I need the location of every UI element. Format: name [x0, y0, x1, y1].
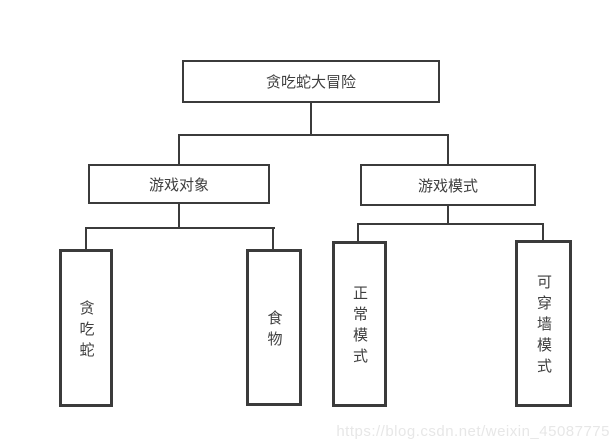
- node-normal-mode-label: 正常模式: [351, 285, 368, 369]
- connector-objects-crossbar: [85, 227, 275, 229]
- connector-objects-stem: [178, 202, 180, 229]
- node-wall-pass-mode-label: 可穿墙模式: [535, 274, 552, 379]
- node-snake-label: 贪吃蛇: [77, 299, 95, 363]
- node-game-objects-label: 游戏对象: [148, 176, 209, 194]
- connector-drop-snake: [85, 227, 87, 249]
- connector-modes-stem: [447, 204, 449, 225]
- connector-drop-food: [272, 227, 274, 249]
- node-game-modes: 游戏模式: [360, 164, 536, 206]
- connector-drop-modes: [447, 134, 449, 164]
- connector-root-stem: [310, 103, 312, 136]
- node-food: 食物: [246, 249, 302, 406]
- csdn-watermark: https://blog.csdn.net/weixin_45087775: [336, 423, 610, 440]
- connector-drop-objects: [178, 134, 180, 164]
- connector-modes-crossbar: [357, 223, 544, 225]
- node-wall-pass-mode: 可穿墙模式: [515, 240, 572, 407]
- node-food-label: 食物: [265, 309, 283, 352]
- connector-drop-wall-mode: [542, 223, 544, 241]
- connector-drop-normal-mode: [357, 223, 359, 241]
- node-snake: 贪吃蛇: [59, 249, 113, 407]
- node-normal-mode: 正常模式: [332, 241, 387, 407]
- node-game-objects: 游戏对象: [88, 164, 270, 204]
- connector-root-crossbar: [178, 134, 449, 136]
- node-root-label: 贪吃蛇大冒险: [265, 74, 356, 91]
- node-root: 贪吃蛇大冒险: [182, 60, 440, 103]
- node-game-modes-label: 游戏模式: [417, 177, 478, 195]
